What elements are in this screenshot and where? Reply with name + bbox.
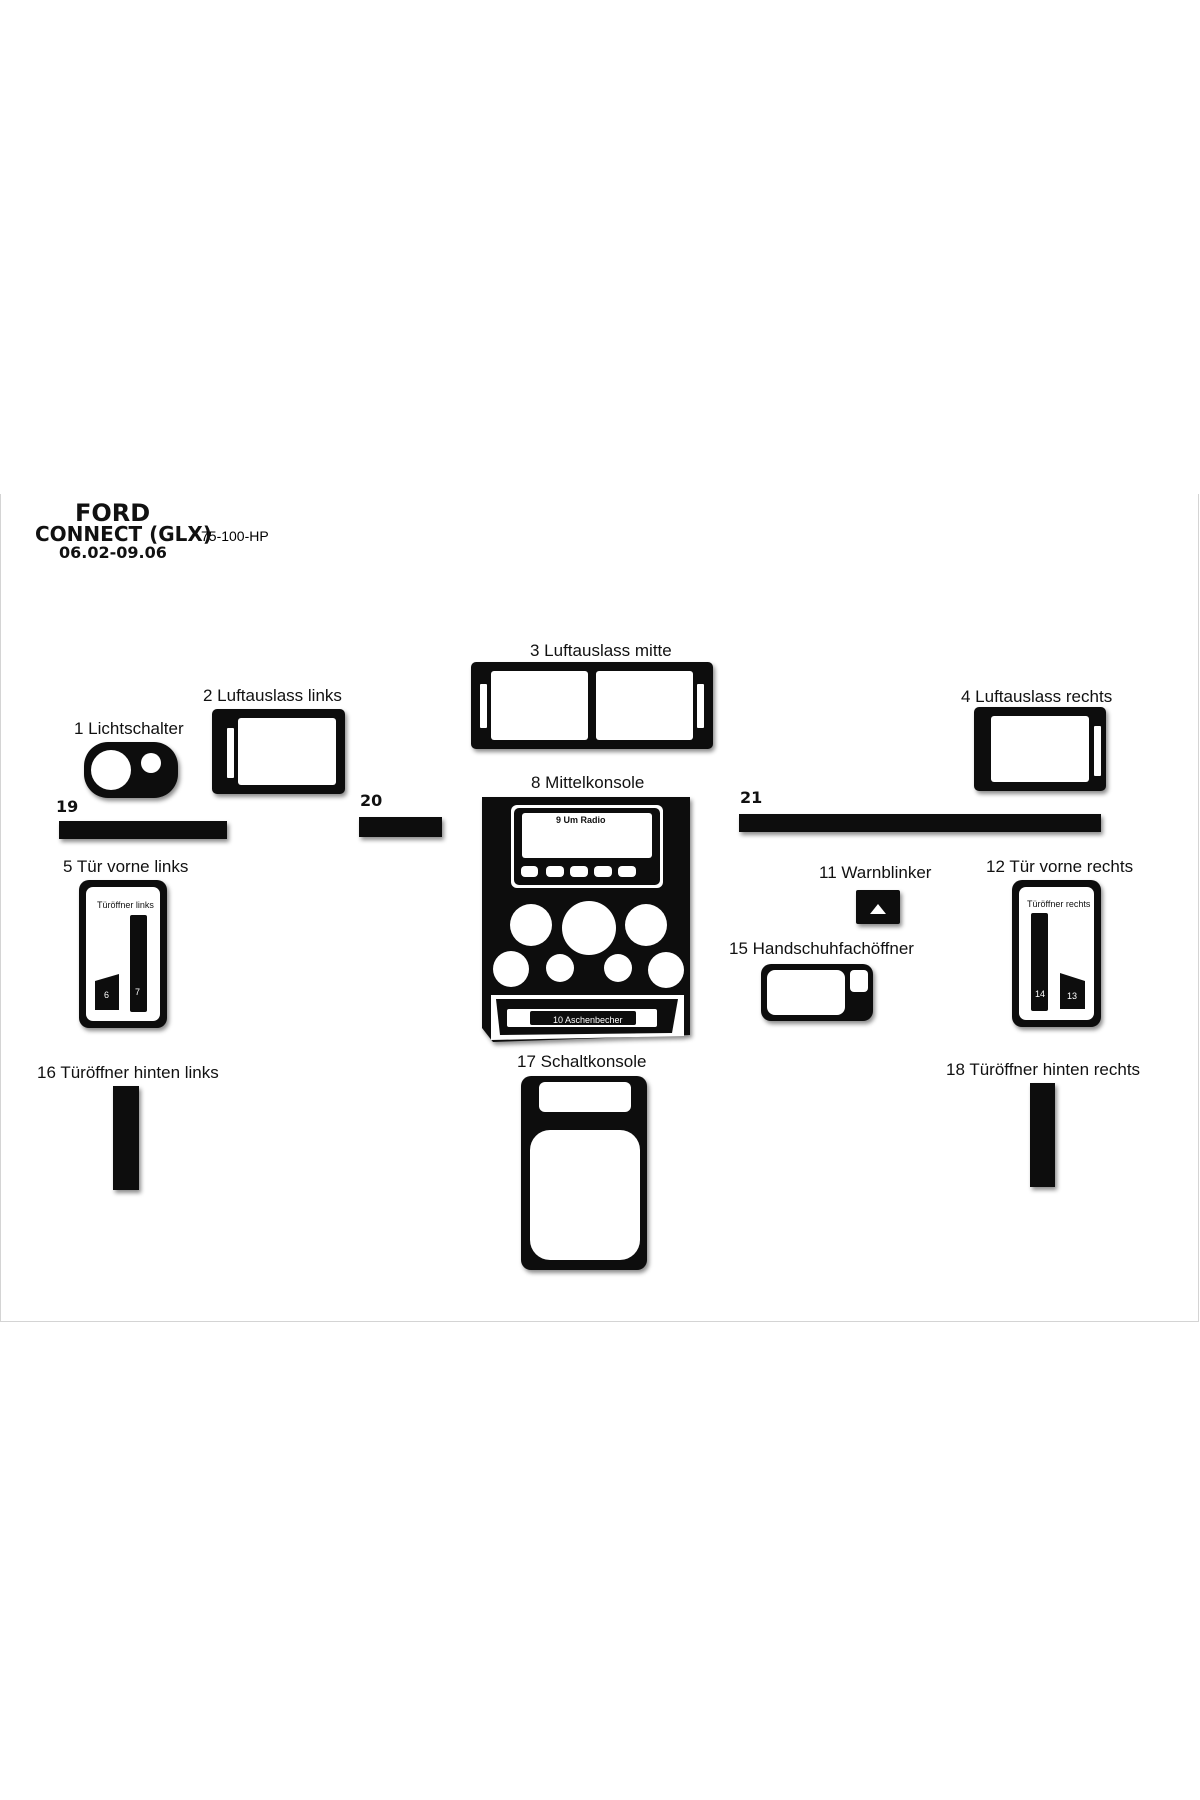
part-21-strip — [739, 814, 1101, 832]
sublabel-door-left: Türöffner links — [97, 900, 154, 910]
label-part-2: 2 Luftauslass links — [203, 686, 342, 705]
label-part-3: 3 Luftauslass mitte — [530, 641, 672, 660]
label-part-16: 16 Türöffner hinten links — [37, 1063, 219, 1082]
part-16-door-rear-left — [113, 1086, 139, 1190]
label-part-18: 18 Türöffner hinten rechts — [946, 1060, 1140, 1079]
label-part-9: 9 Um Radio — [556, 815, 606, 825]
label-part-8: 8 Mittelkonsole — [531, 773, 644, 792]
part-12-door-front-right — [1012, 880, 1101, 1027]
label-part-17: 17 Schaltkonsole — [517, 1052, 646, 1071]
model-title: CONNECT (GLX) — [35, 522, 212, 546]
sublabel-7: 7 — [135, 987, 140, 997]
part-4-vent-right — [974, 707, 1106, 791]
part-3-vent-center — [471, 662, 713, 749]
label-part-19: 19 — [56, 797, 78, 816]
sublabel-14: 14 — [1035, 989, 1045, 999]
part-15-glovebox-opener — [761, 964, 873, 1021]
part-11-hazard-switch — [856, 890, 900, 924]
sublabel-6: 6 — [104, 990, 109, 1000]
part-8-center-console — [482, 797, 690, 1042]
label-part-4: 4 Luftauslass rechts — [961, 687, 1112, 706]
label-part-20: 20 — [360, 791, 382, 810]
part-1-light-switch — [84, 742, 178, 798]
part-17-shift-console — [521, 1076, 647, 1270]
label-part-11: 11 Warnblinker — [819, 863, 932, 882]
label-part-15: 15 Handschuhfachöffner — [729, 939, 914, 958]
part-20-strip — [359, 817, 442, 837]
part-18-door-rear-right — [1030, 1083, 1055, 1187]
brand-title: FORD — [75, 499, 150, 527]
sublabel-13: 13 — [1067, 991, 1077, 1001]
years-title: 06.02-09.06 — [59, 543, 167, 562]
label-part-5: 5 Tür vorne links — [63, 857, 188, 876]
label-part-1: 1 Lichtschalter — [74, 719, 184, 738]
part-5-door-front-left — [79, 880, 167, 1028]
sublabel-door-right: Türöffner rechts — [1027, 899, 1091, 909]
label-part-10: 10 Aschenbecher — [553, 1015, 623, 1025]
sheet-frame — [0, 494, 1199, 1322]
part-19-strip — [59, 821, 227, 839]
engine-label: 75-100-HP — [201, 528, 269, 544]
label-part-21: 21 — [740, 788, 762, 807]
part-2-vent-left — [212, 709, 345, 794]
label-part-12: 12 Tür vorne rechts — [986, 857, 1133, 876]
